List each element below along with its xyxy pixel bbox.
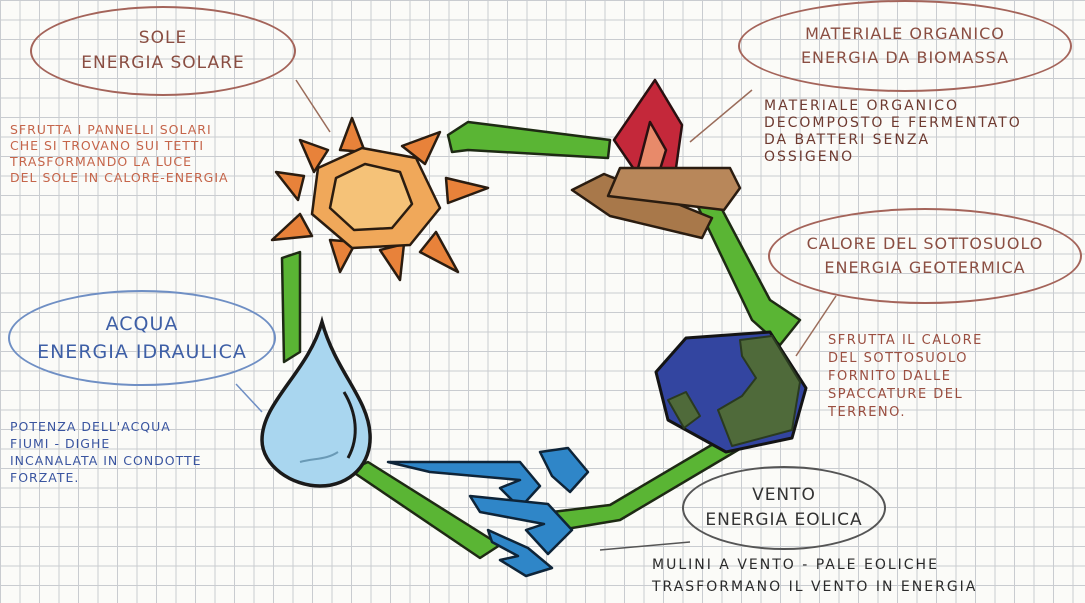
biomass-bubble: MATERIALE ORGANICO ENERGIA DA BIOMASSA — [738, 0, 1072, 92]
sun-title: SOLE — [139, 26, 187, 52]
cycle-arrow-left — [282, 252, 300, 362]
geothermal-title: CALORE DEL SOTTOSUOLO — [807, 232, 1044, 256]
geothermal-bubble: CALORE DEL SOTTOSUOLO ENERGIA GEOTERMICA — [768, 208, 1082, 304]
water-title: ACQUA — [106, 310, 179, 339]
sun-subtitle: ENERGIA SOLARE — [81, 51, 244, 77]
wind-description: MULINI A VENTO - PALE EOLICHE TRASFORMAN… — [652, 554, 1082, 598]
biomass-subtitle: ENERGIA DA BIOMASSA — [801, 46, 1009, 70]
wind-title: VENTO — [752, 483, 816, 509]
cycle-arrow-top — [448, 122, 610, 158]
flame-icon — [614, 80, 682, 178]
sun-bubble: SOLE ENERGIA SOLARE — [30, 6, 296, 96]
sun-description: SFRUTTA I PANNELLI SOLARI CHE SI TROVANO… — [10, 122, 310, 186]
biomass-title: MATERIALE ORGANICO — [805, 22, 1005, 46]
water-bubble: ACQUA ENERGIA IDRAULICA — [8, 290, 276, 386]
geothermal-description: SFRUTTA IL CALORE DEL SOTTOSUOLO FORNITO… — [828, 332, 1068, 422]
wind-bubble: VENTO ENERGIA EOLICA — [682, 466, 886, 550]
water-drop-icon — [262, 322, 370, 486]
water-subtitle: ENERGIA IDRAULICA — [37, 338, 247, 367]
water-description: POTENZA DELL'ACQUA FIUMI - DIGHE INCANAL… — [10, 418, 260, 486]
geothermal-subtitle: ENERGIA GEOTERMICA — [824, 256, 1025, 280]
wind-subtitle: ENERGIA EOLICA — [705, 508, 862, 534]
biomass-description: MATERIALE ORGANICO DECOMPOSTO E FERMENTA… — [764, 98, 1084, 166]
earth-icon — [656, 332, 806, 452]
